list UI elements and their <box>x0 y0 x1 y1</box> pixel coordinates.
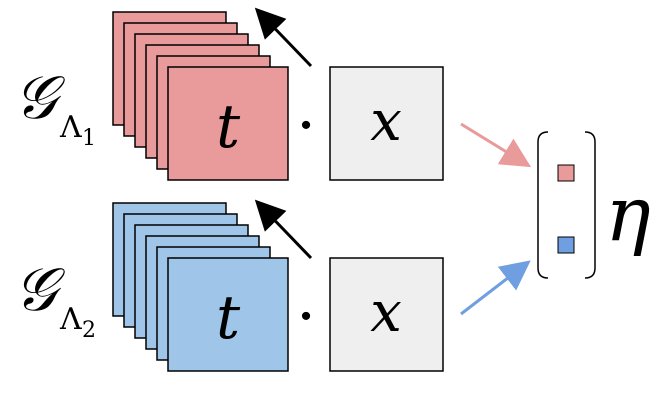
filter-front <box>167 257 289 372</box>
row-1: 𝒢 Λ 1 t · x <box>14 7 532 181</box>
dot-operator-1: · <box>298 100 313 151</box>
filter-stack-1 <box>112 11 289 181</box>
transform-arrow-1 <box>254 7 313 68</box>
right-bracket <box>584 131 596 279</box>
transform-arrow-2 <box>254 199 313 260</box>
group-subscript-index-1: 1 <box>82 126 96 151</box>
input-label-2: x <box>370 280 402 345</box>
group-subscript-1: Λ <box>59 110 82 145</box>
filter-stack-2 <box>112 202 289 372</box>
output-cell-2 <box>557 236 575 254</box>
input-box-2 <box>329 257 444 372</box>
filter-label-1: t <box>216 92 241 162</box>
output-vector: η <box>537 131 651 279</box>
row-2: 𝒢 Λ 2 t · x <box>14 199 531 372</box>
output-arrow-2 <box>460 260 531 316</box>
group-label-2: 𝒢 <box>14 255 66 325</box>
input-box-1 <box>329 66 444 181</box>
group-subscript-index-2: 2 <box>82 318 96 343</box>
filter-label-2: t <box>216 283 241 353</box>
input-label-1: x <box>370 89 402 154</box>
output-label: η <box>605 169 651 258</box>
left-bracket <box>537 131 549 279</box>
group-subscript-2: Λ <box>59 302 82 337</box>
group-label-1: 𝒢 <box>14 63 66 133</box>
dot-operator-2: · <box>298 291 313 342</box>
filter-front <box>167 66 289 181</box>
output-arrow-1 <box>460 122 532 168</box>
output-cell-1 <box>557 164 575 182</box>
